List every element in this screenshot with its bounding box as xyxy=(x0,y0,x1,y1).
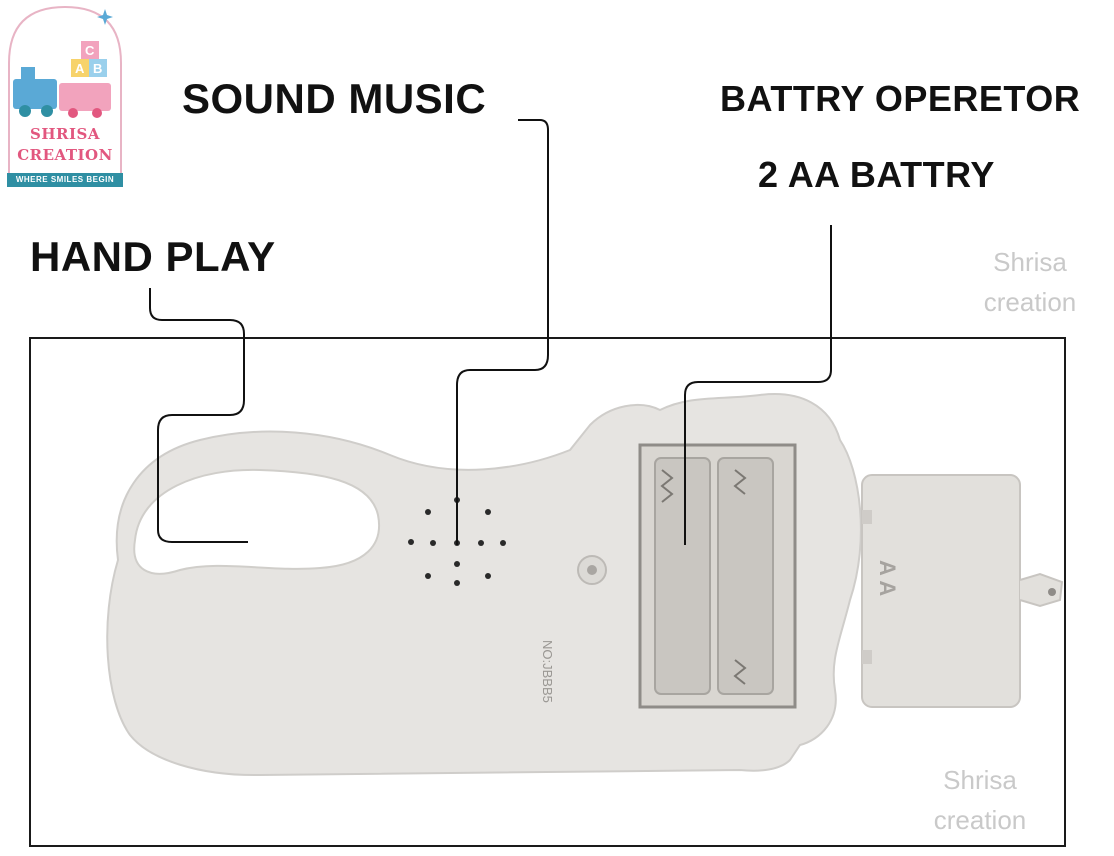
logo-graphic xyxy=(8,5,122,188)
sparkle-icon xyxy=(97,9,113,25)
block-letter: A xyxy=(75,61,85,76)
battery-compartment xyxy=(638,443,797,709)
sound-music-leader xyxy=(456,119,549,545)
hand-play-label: HAND PLAY xyxy=(30,233,276,280)
logo-brand-line2: CREATION xyxy=(17,146,113,164)
battery-cover-mark: A A xyxy=(875,560,900,597)
abc-blocks-icon xyxy=(71,41,107,77)
block-letter: C xyxy=(85,43,95,58)
watermark-top-line1: Shrisa xyxy=(993,247,1067,277)
hand-play-leader xyxy=(149,288,248,543)
logo-brand-line1: SHRISA xyxy=(30,125,100,143)
logo-tagline: WHERE SMILES BEGIN xyxy=(7,173,123,187)
battery-cover xyxy=(861,474,1064,708)
battery-operator-label: BATTRY OPERETOR xyxy=(720,78,1081,119)
brand-logo: A B C SHRISA CREATION WHERE SMILES BEGIN xyxy=(3,3,127,188)
handle-hole xyxy=(133,468,381,575)
speaker-grille xyxy=(408,497,506,586)
embossed-model-text: NO:JBBB5 xyxy=(540,640,555,703)
toy-back-panel xyxy=(106,393,862,777)
watermark-top: Shrisa creation xyxy=(970,242,1090,322)
watermark-bottom-line2: creation xyxy=(933,805,1027,835)
battery-leader xyxy=(684,225,832,545)
watermark-bottom: Shrisa creation xyxy=(920,760,1040,840)
watermark-bottom-line1: Shrisa xyxy=(943,765,1017,795)
block-letter: B xyxy=(93,61,103,76)
battery-spec-label: 2 AA BATTRY xyxy=(758,154,995,195)
train-icon xyxy=(13,67,111,118)
watermark-top-line2: creation xyxy=(983,287,1077,317)
sound-music-label: SOUND MUSIC xyxy=(182,75,487,122)
